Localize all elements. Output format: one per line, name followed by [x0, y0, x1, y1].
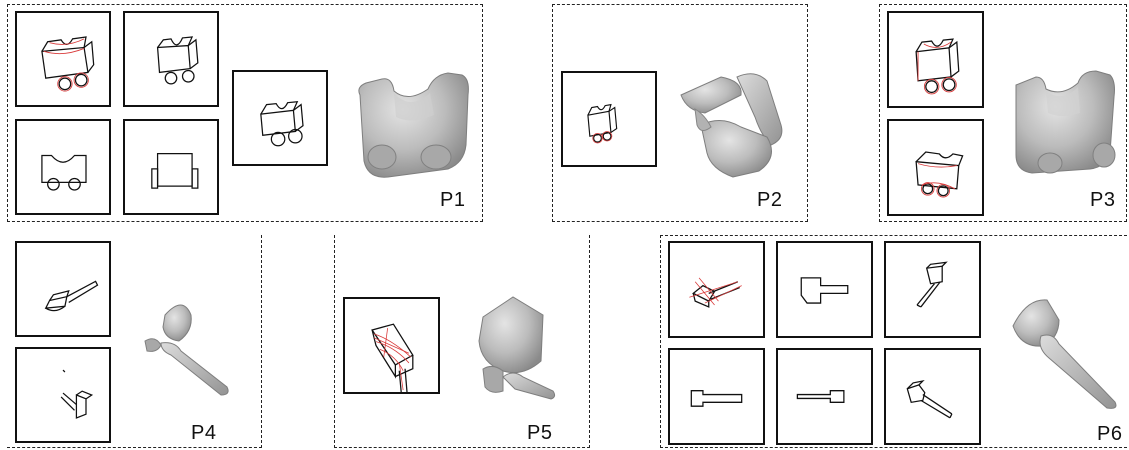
- panel-p1: P1: [7, 4, 483, 222]
- cart-front-sketch-icon: [41, 154, 87, 191]
- sketch-hammer-iso-2: [884, 348, 981, 445]
- panel-p2: P2: [552, 4, 808, 222]
- panel-label-p5: P5: [527, 422, 553, 444]
- cart-sketch-icon: [915, 151, 964, 198]
- hammer-3d-model: [463, 291, 563, 411]
- sketch-cart-final: [232, 70, 328, 166]
- cart-sketch-icon: [260, 100, 304, 147]
- sketch-cart-side: [123, 119, 219, 215]
- sketch-hammer-front: [668, 348, 765, 445]
- panel-label-p4: P4: [191, 422, 217, 444]
- hammer-3d-model: [135, 291, 235, 401]
- cart-sketch-icon: [915, 38, 960, 95]
- sketch-hammer-annotated: [343, 297, 440, 394]
- cart-3d-model: [1006, 63, 1122, 185]
- hammer-3d-model: [1007, 292, 1123, 414]
- hammer-sketch-icon: [44, 280, 99, 312]
- sketch-hammer-perspective: [15, 241, 111, 337]
- panel-label-p2: P2: [757, 189, 783, 211]
- hammer-side-sketch-icon: [800, 277, 849, 304]
- cart-sketch-icon: [156, 36, 199, 85]
- panel-label-p3: P3: [1090, 189, 1116, 211]
- hammer-sketch-icon: [689, 277, 742, 308]
- sketch-cart-annotated-2: [887, 119, 984, 216]
- sketch-cart-perspective: [123, 11, 219, 107]
- sketch-cart-annotated-1: [887, 11, 984, 108]
- panel-p3: P3: [879, 4, 1127, 222]
- hammer-sketch-icon: [60, 369, 94, 419]
- cart-3d-model: [348, 65, 473, 185]
- sketch-hammer-iso: [884, 241, 981, 338]
- panel-p4: P4: [7, 235, 262, 448]
- hammer-top-sketch-icon: [796, 390, 845, 403]
- sketch-hammer-view: [15, 347, 111, 443]
- sketch-hammer-side: [776, 241, 873, 338]
- sketch-cart-small: [561, 71, 657, 167]
- cart-side-sketch-icon: [151, 152, 199, 189]
- cart-sketch-icon: [41, 36, 95, 92]
- panel-p6: P6: [660, 235, 1127, 448]
- sketch-cart-annotated: [15, 11, 111, 107]
- cart-sketch-icon: [587, 103, 618, 144]
- panel-label-p1: P1: [440, 189, 466, 211]
- sketch-cart-front: [15, 119, 111, 215]
- panel-p5: P5: [334, 235, 590, 448]
- sketch-hammer-top: [776, 348, 873, 445]
- cart-3d-model-distorted: [671, 65, 799, 185]
- hammer-sketch-icon: [371, 323, 414, 392]
- panel-label-p6: P6: [1097, 423, 1123, 445]
- sketch-hammer-annotated: [668, 241, 765, 338]
- hammer-sketch-icon: [906, 379, 953, 419]
- hammer-front-sketch-icon: [690, 390, 743, 407]
- hammer-sketch-icon: [916, 261, 948, 308]
